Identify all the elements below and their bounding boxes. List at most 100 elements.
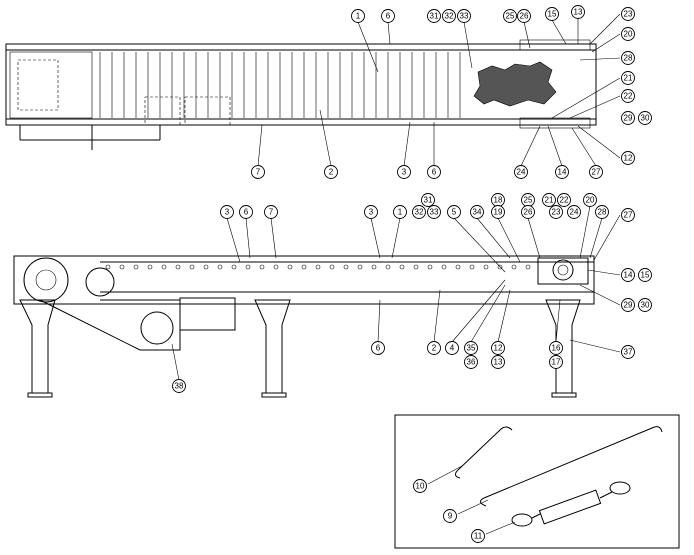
leader-line <box>591 33 621 53</box>
leader-line <box>527 217 541 259</box>
side-view-callout-33: 33 <box>427 205 441 219</box>
leader-line <box>453 217 506 273</box>
side-view-callout-36: 36 <box>464 355 478 369</box>
leader-line <box>485 521 516 535</box>
leader-line <box>547 125 563 167</box>
side-view-callout-17: 17 <box>549 355 563 369</box>
callout-number: 1 <box>356 12 361 21</box>
leader-line <box>587 269 621 276</box>
leader-line <box>457 499 489 515</box>
side-view-callout-4: 4 <box>445 341 459 355</box>
conveyor-side-view <box>13 255 595 398</box>
callout-number: 27 <box>592 168 601 177</box>
callout-number: 12 <box>494 344 503 353</box>
top-view-callout-33: 33 <box>457 9 471 23</box>
leader-line <box>391 217 401 259</box>
leader-line <box>403 121 411 167</box>
top-view-callout-6: 6 <box>427 165 441 179</box>
callout-number: 15 <box>548 10 557 19</box>
callout-number: 33 <box>430 208 439 217</box>
top-view-callout-6: 6 <box>381 9 395 23</box>
leader-line <box>523 21 531 49</box>
callout-number: 5 <box>452 208 457 217</box>
side-view-callout-32: 32 <box>412 205 426 219</box>
side-view-callout-3: 3 <box>220 205 234 219</box>
side-view-callout-31: 31 <box>421 193 435 207</box>
top-view-callout-12: 12 <box>621 151 635 165</box>
top-view-callout-32: 32 <box>442 9 456 23</box>
side-view-callout-27: 27 <box>621 208 635 222</box>
callout-number: 13 <box>494 358 503 367</box>
side-view-callout-6: 6 <box>239 205 253 219</box>
callout-number: 26 <box>520 12 529 21</box>
callout-number: 33 <box>460 12 469 21</box>
leader-lines <box>171 13 621 535</box>
callout-number: 32 <box>445 12 454 21</box>
callout-number: 30 <box>641 301 650 310</box>
callout-number: 25 <box>524 196 533 205</box>
leader-line <box>577 125 621 159</box>
leader-line <box>319 109 332 167</box>
top-view-rollers <box>99 52 461 118</box>
leader-line <box>579 57 621 61</box>
callout-number: 34 <box>473 208 482 217</box>
side-view-callout-2: 2 <box>427 341 441 355</box>
side-view-callout-19: 19 <box>491 205 505 219</box>
side-view-callout-14: 14 <box>621 268 635 282</box>
leader-line <box>451 279 506 343</box>
callout-number: 31 <box>430 12 439 21</box>
leader-line <box>579 205 591 259</box>
callout-number: 12 <box>624 154 633 163</box>
leader-line <box>569 339 621 353</box>
leader-line <box>555 299 561 343</box>
leader-line <box>497 289 511 343</box>
leader-line <box>427 465 463 485</box>
top-view-callout-25: 25 <box>503 9 517 23</box>
top-view-callout-20: 20 <box>621 27 635 41</box>
leader-line <box>245 217 251 259</box>
leader-line <box>463 21 473 69</box>
leader-line <box>387 21 391 45</box>
callout-number: 3 <box>402 168 407 177</box>
side-view-callout-25: 25 <box>521 193 535 207</box>
callout-number: 26 <box>524 208 533 217</box>
side-view-callout-26: 26 <box>521 205 535 219</box>
top-view-callout-28: 28 <box>621 51 635 65</box>
side-view-callout-28: 28 <box>595 205 609 219</box>
leader-line <box>226 217 241 263</box>
inset-callout-9: 9 <box>443 509 457 523</box>
callout-number: 17 <box>552 358 561 367</box>
callout-number: 22 <box>624 92 633 101</box>
callout-number: 36 <box>467 358 476 367</box>
leader-line <box>370 217 381 259</box>
callout-number: 30 <box>641 114 650 123</box>
side-view-callout-5: 5 <box>447 205 461 219</box>
top-view-callout-22: 22 <box>621 89 635 103</box>
side-view-callout-38: 38 <box>172 379 186 393</box>
callout-number: 19 <box>494 208 503 217</box>
callout-number: 3 <box>369 208 374 217</box>
top-view-callout-14: 14 <box>555 165 569 179</box>
leader-line <box>257 124 263 167</box>
callout-number: 20 <box>586 196 595 205</box>
callout-number: 27 <box>624 211 633 220</box>
callout-number: 10 <box>416 482 425 491</box>
side-view-callout-23: 23 <box>549 205 563 219</box>
callout-number: 38 <box>175 382 184 391</box>
top-view-callout-21: 21 <box>621 71 635 85</box>
top-view-callout-31: 31 <box>427 9 441 23</box>
top-view-callout-24: 24 <box>514 165 528 179</box>
callout-number: 21 <box>545 196 554 205</box>
callout-number: 7 <box>256 168 261 177</box>
side-view-callout-7: 7 <box>264 205 278 219</box>
side-view-callout-21: 21 <box>542 193 556 207</box>
callout-number: 13 <box>574 8 583 17</box>
callout-number: 31 <box>424 196 433 205</box>
leader-line <box>569 95 621 119</box>
top-view-callout-29: 29 <box>621 111 635 125</box>
leader-line <box>470 284 506 343</box>
side-view-callout-16: 16 <box>549 341 563 355</box>
top-view-callout-3: 3 <box>397 165 411 179</box>
